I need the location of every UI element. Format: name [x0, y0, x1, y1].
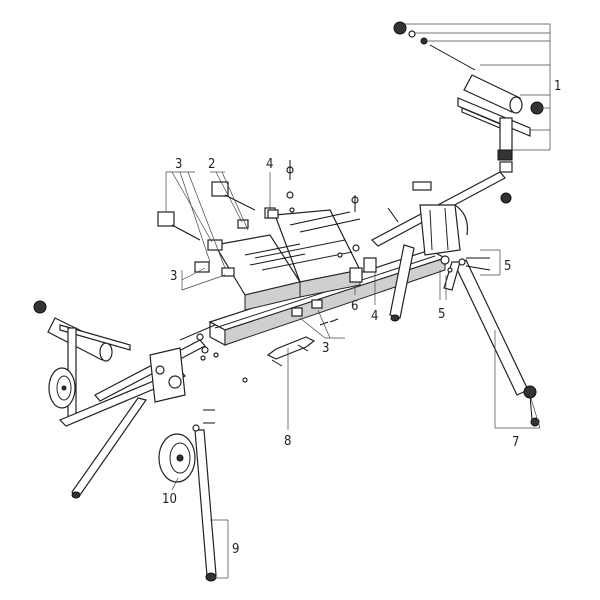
- callout-3-bottom: 3: [322, 341, 329, 356]
- callout-10: 10: [162, 492, 177, 507]
- callout-9: 9: [232, 542, 239, 557]
- right-roller-support: [393, 21, 544, 204]
- left-wheel-front: [158, 433, 196, 483]
- left-wheel-rear: [48, 367, 76, 409]
- callout-8: 8: [284, 434, 291, 449]
- hardware-small: [196, 207, 399, 383]
- left-legs: [71, 397, 217, 582]
- callout-5-right: 5: [504, 259, 511, 274]
- right-end-frame: [371, 171, 506, 256]
- carry-handle: [266, 336, 316, 367]
- leader-lines: [165, 23, 551, 579]
- callout-5-lower: 5: [438, 307, 445, 322]
- callout-2: 2: [208, 157, 215, 172]
- callout-1: 1: [554, 79, 561, 94]
- callout-4-right: 4: [371, 309, 378, 324]
- callout-labels: 1 2 3 3 3 4 4 5 5 6 7 8 9 10: [162, 79, 561, 557]
- callout-7: 7: [512, 435, 519, 450]
- callout-4-top: 4: [266, 157, 273, 172]
- left-end-frame: [58, 324, 216, 427]
- callout-3-top: 3: [175, 157, 182, 172]
- right-legs: [389, 244, 540, 427]
- clamp-parts-top-left: [157, 160, 359, 277]
- callout-3-left: 3: [170, 269, 177, 284]
- center-bracket-assembly: [214, 207, 377, 311]
- callout-6: 6: [351, 299, 358, 314]
